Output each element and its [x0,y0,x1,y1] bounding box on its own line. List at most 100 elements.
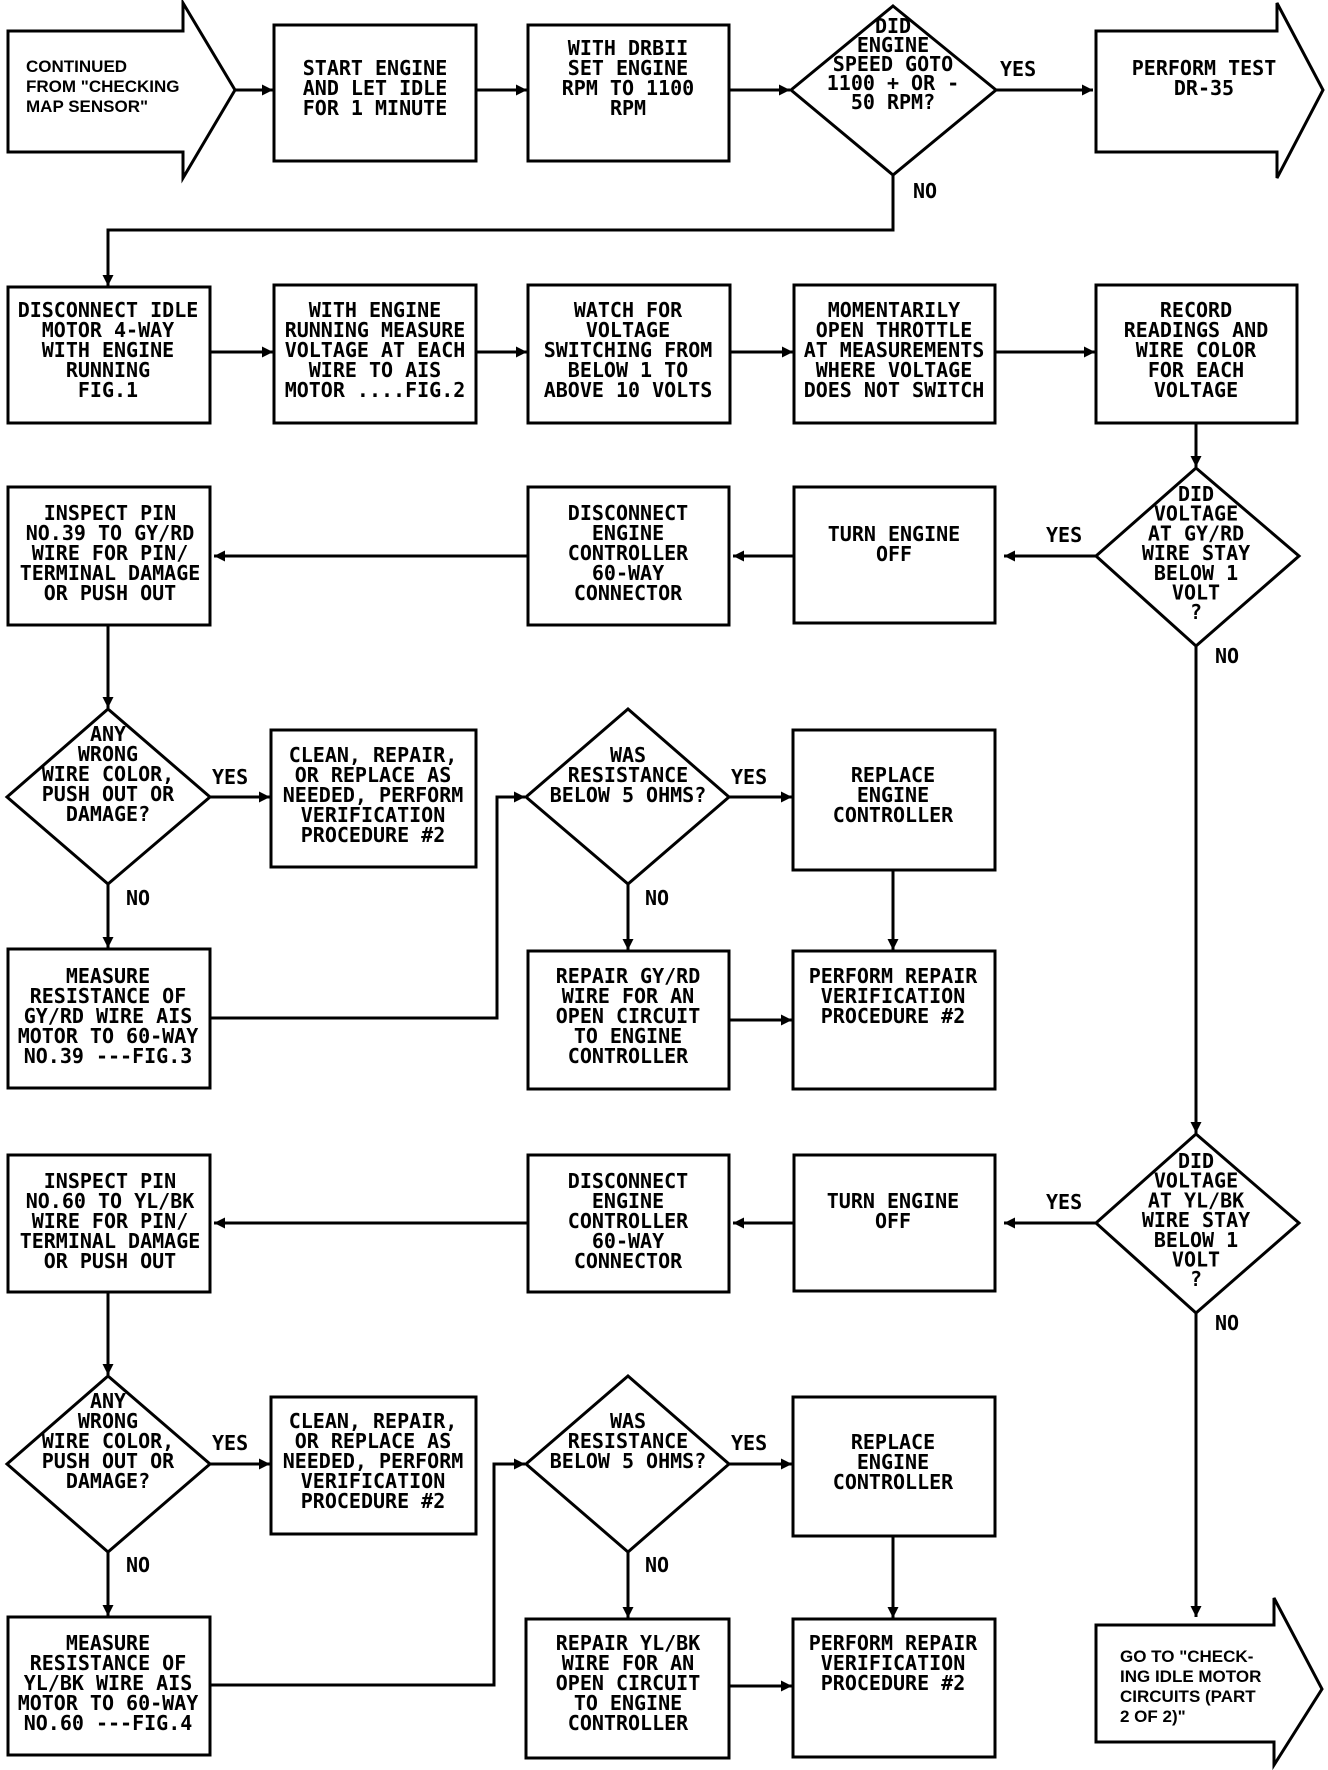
text-line: PUSH OUT OR [42,1449,175,1473]
text-line: FOR 1 MINUTE [303,96,448,120]
inspect-60-box [6,1153,212,1294]
yes-label-anywrong-2: YES [212,1431,248,1455]
text-line: VOLTAGE [586,318,670,342]
text-line: REPLACE [851,1430,935,1454]
disconnect-idle-box [6,285,212,425]
text-line: 50 RPM? [851,90,935,114]
text-line: BELOW 1 [1154,561,1238,585]
text-line: ENGINE [857,1450,929,1474]
text-line: RESISTANCE [568,763,688,787]
text-line: YL/BK WIRE AIS [24,1671,193,1695]
text-line: VERIFICATION [301,803,446,827]
text-line: OR PUSH OUT [44,1249,176,1273]
text-line: CONTROLLER [833,1470,954,1494]
shapes [4,0,1325,1770]
text-line: VOLTAGE [1154,378,1238,402]
text-line: TURN ENGINE [828,522,960,546]
text-line: VOLTAGE [1154,502,1238,526]
text-line: NO.39 ---FIG.3 [24,1044,193,1068]
yes-label-resistance-2: YES [731,1431,767,1455]
text-line: MEASURE [66,964,150,988]
text-line: VOLT [1172,1248,1220,1272]
text-line: WIRE TO AIS [309,358,441,382]
no-label-anywrong-2: NO [126,1553,150,1577]
speed-decision-shape [788,4,999,177]
text-line: RESISTANCE [568,1429,688,1453]
text-line: START ENGINE [303,56,448,80]
text-line: OPEN CIRCUIT [556,1671,701,1695]
text-line: REPAIR YL/BK [556,1631,701,1655]
verify-box-1 [791,949,997,1091]
text-line: GY/RD WIRE AIS [24,1004,193,1028]
text-line: ANY [90,722,126,746]
text-line: FOR EACH [1148,358,1244,382]
text-line: ENGINE [857,783,929,807]
text-line: MOMENTARILY [828,298,960,322]
text-line: OFF [876,542,912,566]
text-line: BELOW 1 [1154,1228,1238,1252]
text-line: WIRE STAY [1142,541,1250,565]
text-line: WIRE COLOR [1136,338,1257,362]
replace-ctrl-box-1 [791,728,997,872]
no-label-gyrd: NO [1215,644,1239,668]
turn-off-box-2 [792,1153,997,1293]
clean-repair-box-2 [269,1395,478,1536]
text-line: OR REPLACE AS [295,763,452,787]
text-line: FROM "CHECKING [26,77,180,96]
no-label-resistance-2: NO [645,1553,669,1577]
yes-label-gyrd: YES [1046,523,1082,547]
text-line: TO ENGINE [574,1024,682,1048]
text-line: DID [875,14,911,38]
text-line: CONTROLLER [833,803,954,827]
text-line: WRONG [78,742,138,766]
text-line: ING IDLE MOTOR [1120,1667,1261,1686]
start-engine-box [272,23,478,163]
resistance-decision-2 [523,1374,732,1554]
text-line: DISCONNECT [568,1169,688,1193]
text-line: WIRE FOR AN [562,984,694,1008]
text-line: VOLTAGE [1154,1169,1238,1193]
text-line: ANY [90,1389,126,1413]
text-line: OPEN CIRCUIT [556,1004,701,1028]
arrow-decision-no-to-disconnect-idle [102,175,895,286]
perform-test-shape [1094,2,1325,179]
text-line: WIRE COLOR, [42,1429,174,1453]
yes-label-ylbk: YES [1046,1190,1082,1214]
text-line: MOTOR 4-WAY [42,318,174,342]
no-label-anywrong-1: NO [126,886,150,910]
branch-labels: YES NO YES NO YES NO YES NO YES NO YES N… [126,57,1239,1577]
text-line: BELOW 5 OHMS? [550,783,707,807]
text-line: WHERE VOLTAGE [816,358,973,382]
text-line: TO ENGINE [574,1691,682,1715]
ylbk-decision-shape [1093,1132,1302,1316]
text-line: CLEAN, REPAIR, [289,1409,458,1433]
text-line: PERFORM TEST [1132,56,1277,80]
text-line: RUNNING MEASURE [285,318,466,342]
text-line: NEEDED, PERFORM [283,1449,464,1473]
text-line: PROCEDURE #2 [301,823,446,847]
text-line: RPM [610,96,646,120]
gyrd-decision-shape [1093,466,1302,649]
record-readings-box [1094,283,1299,425]
text-line: REPLACE [851,763,935,787]
goto-part2-shape [1094,1597,1324,1770]
text-line: SPEED GOTO [833,52,953,76]
set-rpm-box [526,23,731,163]
text-line: WIRE COLOR, [42,762,174,786]
text-line: RESISTANCE OF [30,1651,187,1675]
text-line: VOLT [1172,581,1220,605]
